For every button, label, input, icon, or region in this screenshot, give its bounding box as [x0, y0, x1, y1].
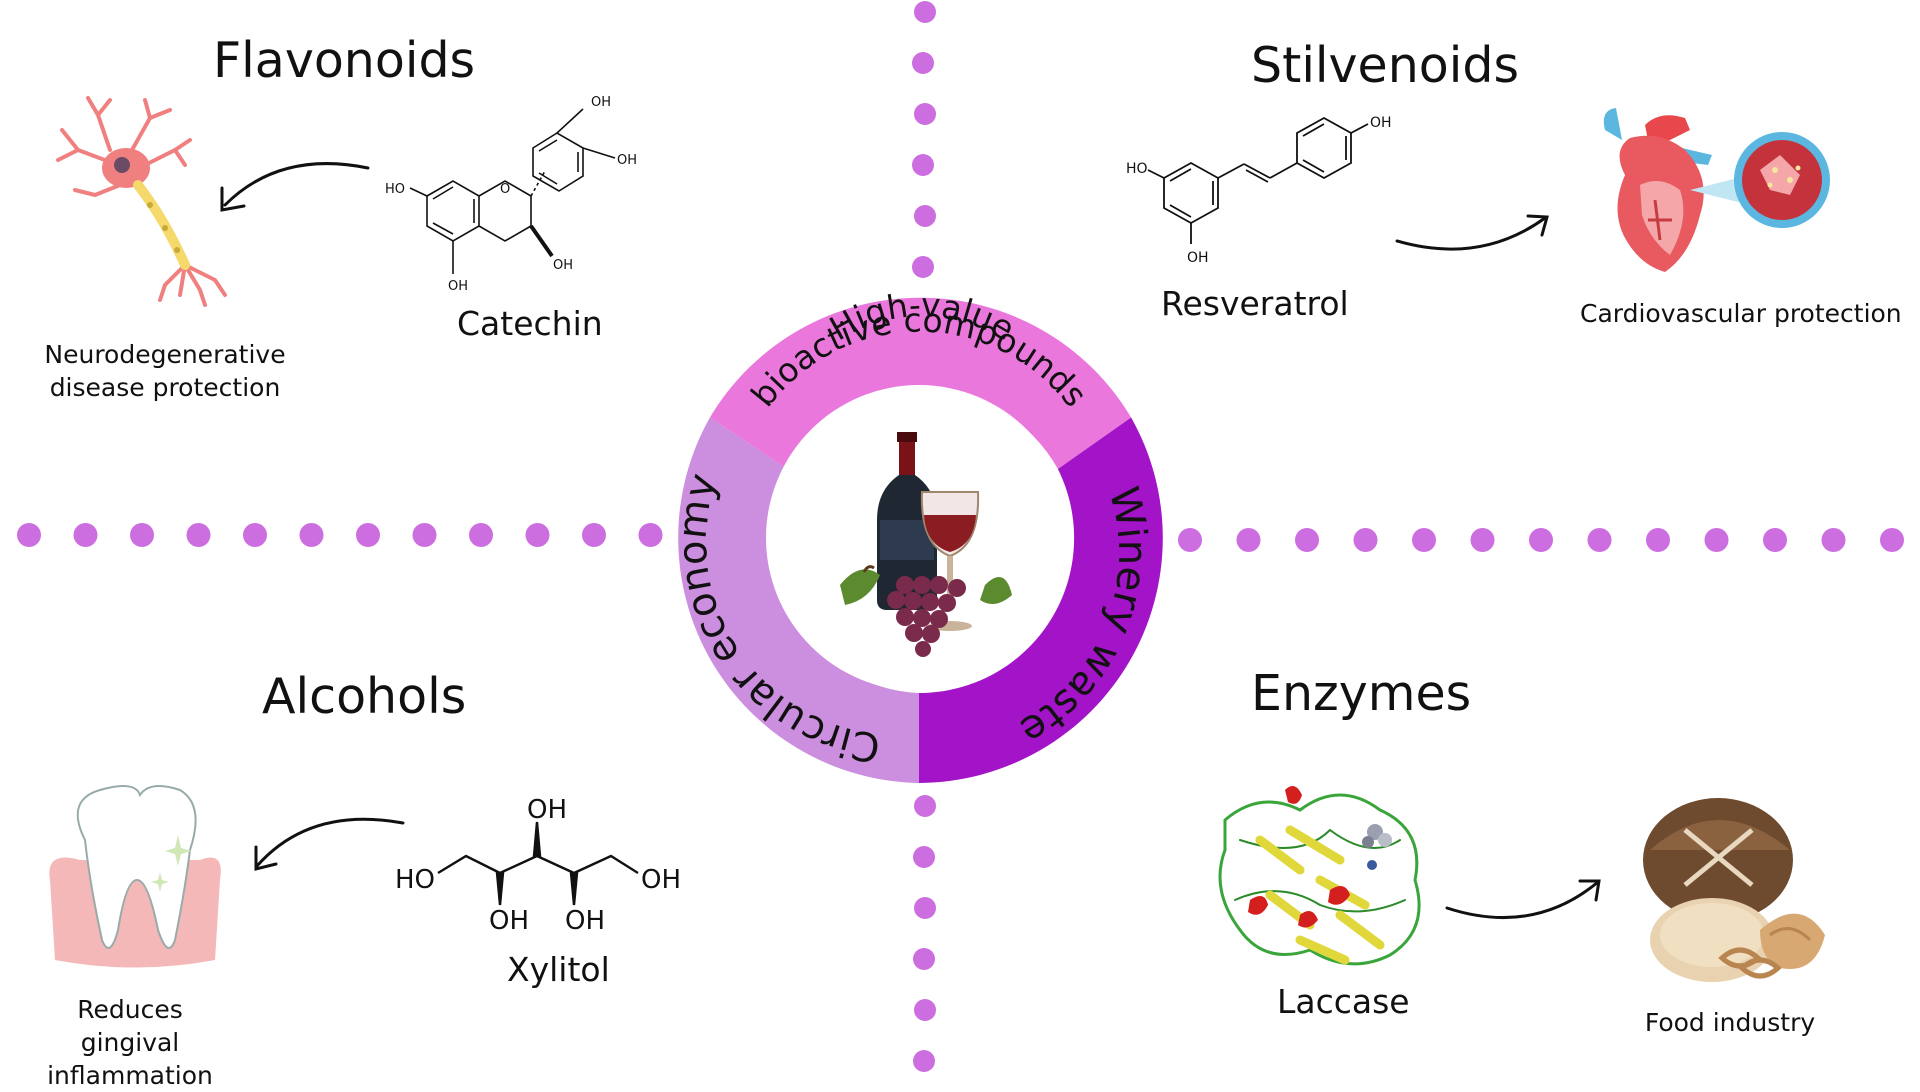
divider-dot-top — [914, 205, 936, 227]
divider-dot-top — [912, 52, 934, 74]
catechin-label-oh4: OH — [448, 279, 468, 294]
protein-ribbon-icon — [1218, 786, 1421, 966]
divider-dot-right — [1880, 528, 1904, 552]
xylitol-label-oh-b2: OH — [565, 906, 605, 936]
divider-dot-top — [912, 154, 934, 176]
divider-dot-left — [525, 523, 550, 547]
resveratrol-label-ho: HO — [1126, 161, 1148, 177]
catechin-structure — [409, 108, 616, 274]
arrow-catechin-to-neuron — [220, 162, 370, 212]
compound-laccase: Laccase — [1277, 982, 1410, 1021]
divider-dot-bottom — [913, 1050, 935, 1072]
resveratrol-label-oh-bottom: OH — [1187, 250, 1209, 266]
xylitol-label-oh-top: OH — [527, 795, 567, 825]
benefit-cardiovascular: Cardiovascular protection — [1580, 299, 1902, 328]
divider-dot-bottom — [913, 846, 935, 868]
arrow-laccase-to-food — [1445, 879, 1601, 919]
bread-icon — [1643, 798, 1825, 982]
divider-dot-right — [1295, 528, 1319, 552]
catechin-label-oh2: OH — [617, 153, 637, 168]
divider-dot-right — [1587, 528, 1612, 552]
catechin-label-ho: HO — [385, 182, 405, 197]
divider-dot-right — [1821, 528, 1846, 552]
arrow-xylitol-to-tooth — [254, 817, 405, 871]
compound-xylitol: Xylitol — [507, 950, 610, 989]
catechin-structure-labels: OH OH HO O OH OH — [385, 95, 637, 294]
divider-dot-right — [1412, 528, 1436, 552]
xylitol-structure — [437, 821, 639, 906]
divider-dot-right — [1763, 528, 1787, 552]
tooth-icon — [49, 785, 221, 968]
xylitol-structure-labels: OH HO OH OH OH — [395, 795, 681, 936]
xylitol-label-ho: HO — [395, 865, 435, 895]
ring-segment-winery-waste — [919, 417, 1163, 783]
heart-icon — [1603, 108, 1830, 272]
compound-resveratrol: Resveratrol — [1161, 284, 1349, 323]
divider-dot-left — [186, 523, 211, 547]
divider-dot-left — [638, 523, 663, 547]
resveratrol-structure — [1147, 116, 1369, 244]
arrow-resveratrol-to-heart — [1395, 214, 1549, 251]
divider-dot-right — [1529, 528, 1553, 552]
divider-dot-top — [914, 1, 936, 23]
benefit-neurodegenerative: Neurodegenerative disease protection — [44, 340, 286, 402]
heading-stilbenoids: Stilvenoids — [1251, 37, 1519, 94]
catechin-label-oh3: OH — [553, 258, 573, 273]
divider-dot-left — [73, 523, 98, 547]
benefit-gingival: Reduces gingival inflammation — [47, 995, 213, 1090]
divider-dot-top — [914, 103, 936, 125]
divider-dot-right — [1704, 528, 1729, 552]
divider-dot-bottom — [914, 999, 936, 1021]
xylitol-label-oh-b1: OH — [489, 906, 529, 936]
divider-dot-right — [1236, 528, 1261, 552]
divider-dot-left — [243, 523, 267, 547]
divider-dot-top — [912, 256, 934, 278]
benefit-food-industry: Food industry — [1644, 1008, 1816, 1037]
heading-flavonoids: Flavonoids — [213, 32, 476, 89]
divider-dot-bottom — [914, 897, 936, 919]
divider-dot-left — [469, 523, 493, 547]
divider-dot-right — [1646, 528, 1670, 552]
neuron-icon — [56, 96, 227, 307]
catechin-label-o: O — [500, 182, 510, 197]
divider-dot-bottom — [914, 795, 936, 817]
divider-dot-left — [356, 523, 380, 547]
xylitol-label-oh-right: OH — [641, 865, 681, 895]
divider-dot-left — [17, 523, 41, 547]
divider-dot-bottom — [913, 948, 935, 970]
heading-alcohols: Alcohols — [262, 668, 467, 725]
divider-dot-left — [412, 523, 437, 547]
catechin-label-oh1: OH — [591, 95, 611, 110]
compound-catechin: Catechin — [457, 304, 603, 343]
divider-dot-left — [130, 523, 154, 547]
divider-dot-right — [1178, 528, 1202, 552]
divider-dot-right — [1353, 528, 1378, 552]
divider-dot-right — [1470, 528, 1495, 552]
ring-segment-circular-economy — [678, 417, 919, 783]
heading-enzymes: Enzymes — [1251, 665, 1472, 722]
divider-dot-left — [299, 523, 324, 547]
wine-bottle-glass-grapes-icon — [840, 432, 1012, 657]
resveratrol-structure-labels: OH HO OH — [1126, 115, 1392, 266]
divider-dot-left — [582, 523, 606, 547]
resveratrol-label-oh-top: OH — [1370, 115, 1392, 131]
